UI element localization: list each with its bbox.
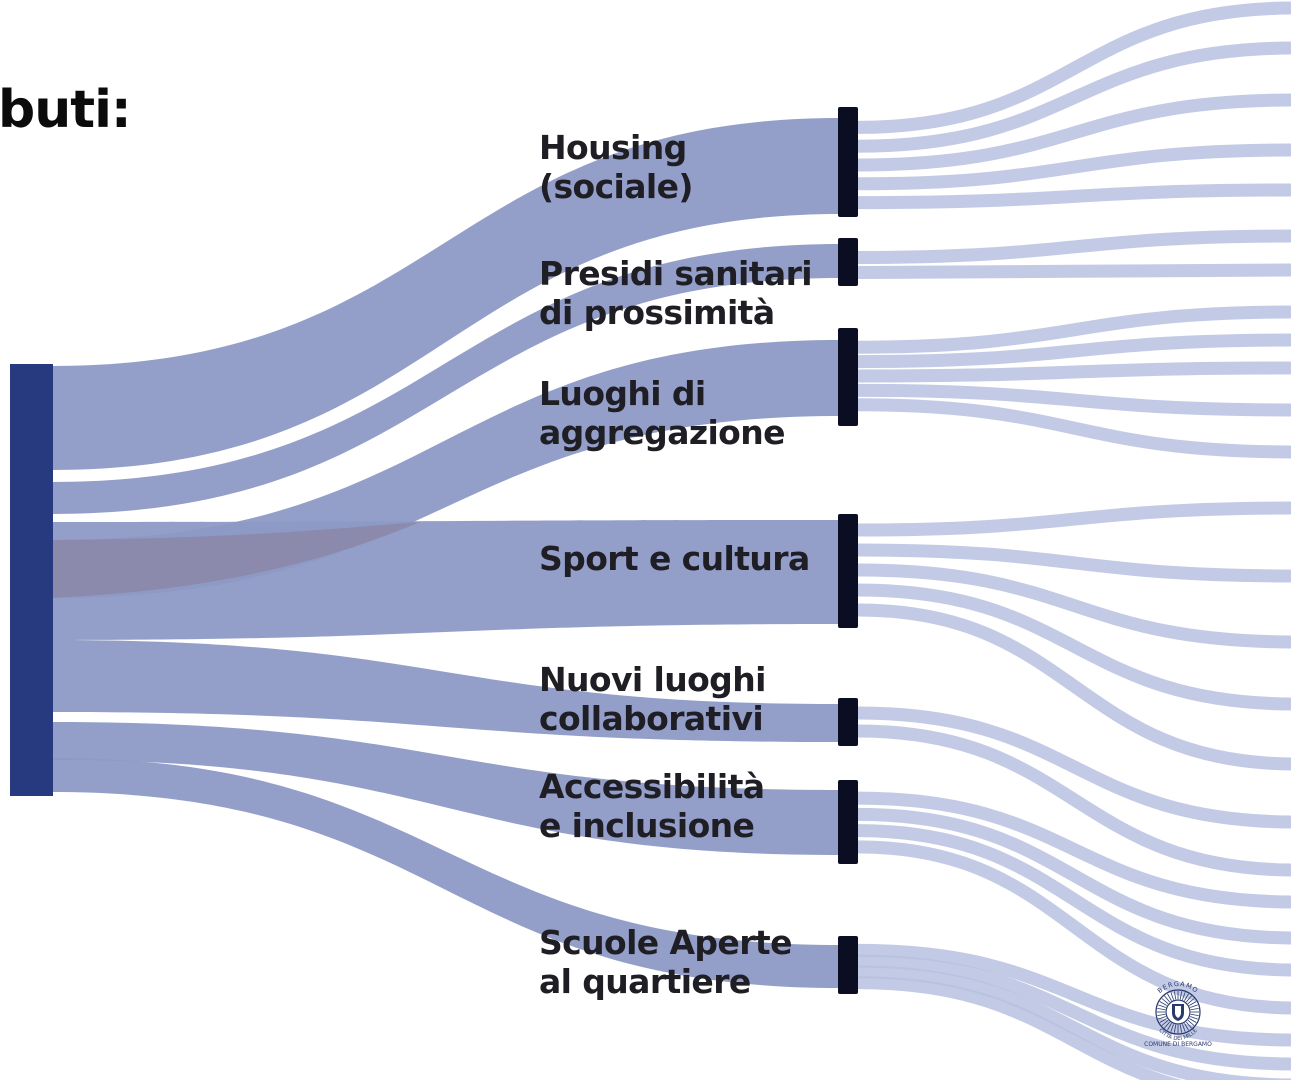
- crest-ray: [1170, 1024, 1174, 1032]
- crest-ray: [1161, 998, 1169, 1004]
- fan-strand: [857, 543, 1291, 583]
- crest-ray: [1170, 992, 1174, 1000]
- label-line: Nuovi luoghi: [539, 660, 766, 699]
- node-housing: [838, 107, 858, 217]
- flow-nuovi: [52, 640, 840, 742]
- crest-ray: [1190, 1013, 1199, 1017]
- crest-ray: [1186, 1021, 1192, 1029]
- crest-ray: [1186, 995, 1192, 1003]
- fan-strand: [857, 976, 1199, 1084]
- label-line: Accessibilità: [539, 767, 765, 806]
- label-line: collaborativi: [539, 699, 764, 738]
- crest-ray: [1190, 1004, 1198, 1008]
- crest-ray: [1164, 1021, 1170, 1029]
- label-presidi: Presidi sanitari di prossimità: [539, 254, 813, 332]
- label-line: Presidi sanitari: [539, 254, 813, 293]
- label-line: aggregazione: [539, 413, 786, 452]
- fan-strand: [857, 1, 1291, 134]
- crest-ray: [1189, 1001, 1197, 1006]
- crest-ray: [1167, 993, 1172, 1001]
- crest-ray: [1167, 1023, 1172, 1031]
- label-line: (sociale): [539, 167, 694, 206]
- fan-strand: [857, 143, 1291, 191]
- page-heading: buti:: [0, 80, 132, 140]
- fan-strand: [857, 501, 1291, 537]
- fan-strand: [857, 943, 1291, 1047]
- label-line: Sport e cultura: [539, 539, 810, 578]
- crest-ray: [1190, 1007, 1199, 1011]
- fan-strand: [857, 603, 1291, 771]
- flow-housing: [52, 118, 840, 470]
- fan-strand: [857, 583, 1291, 711]
- crest-ray: [1158, 1004, 1166, 1008]
- fan-strand: [857, 305, 1291, 354]
- crest-ray: [1157, 1007, 1166, 1011]
- label-line: al quartiere: [539, 962, 751, 1001]
- label-line: Scuole Aperte: [539, 923, 792, 962]
- fan-strand: [857, 229, 1291, 264]
- crest-ray: [1179, 991, 1183, 1000]
- fan-strand: [857, 791, 1291, 909]
- crest-ray: [1182, 1024, 1186, 1032]
- fan-strand: [857, 333, 1291, 369]
- label-line: Housing: [539, 128, 687, 167]
- node-luoghi: [838, 328, 858, 426]
- crest-ray: [1158, 1016, 1166, 1020]
- node-accessibilita: [838, 780, 858, 864]
- crest-ray: [1187, 1020, 1195, 1026]
- fan-strand: [857, 93, 1291, 172]
- label-luoghi: Luoghi di aggregazione: [539, 374, 786, 452]
- flow-overlap: [52, 522, 420, 598]
- crest-ray: [1157, 1013, 1166, 1017]
- fan-strand: [857, 724, 1291, 877]
- fan-strand: [857, 706, 1291, 829]
- fan-strand: [857, 563, 1291, 649]
- crest-ray: [1184, 993, 1189, 1001]
- fan-strand: [857, 41, 1291, 153]
- fan-strand: [857, 183, 1291, 210]
- label-scuole: Scuole Aperte al quartiere: [539, 923, 792, 1001]
- flow-scuole: [52, 758, 840, 988]
- label-housing: Housing (sociale): [539, 128, 694, 206]
- source-node: [10, 364, 53, 796]
- fan-strand: [857, 840, 1291, 1015]
- crest-ray: [1184, 1023, 1189, 1031]
- label-accessibilita: Accessibilità e inclusione: [539, 767, 765, 845]
- node-scuole: [838, 936, 858, 994]
- fan-strand: [857, 807, 1291, 945]
- logo-caption: COMUNE DI BERGAMO: [1144, 1041, 1212, 1048]
- fan-strand: [857, 383, 1291, 417]
- fan-strand: [857, 361, 1291, 383]
- label-line: e inclusione: [539, 806, 755, 845]
- crest-ray: [1179, 1024, 1183, 1033]
- crest-ray: [1173, 991, 1177, 1000]
- city-crest-icon: BERGAMO CITTÀ DEI MILLE: [1155, 980, 1201, 1042]
- label-nuovi: Nuovi luoghi collaborativi: [539, 660, 766, 738]
- flow-presidi: [52, 244, 840, 514]
- crest-ray: [1189, 1018, 1197, 1023]
- crest-ray: [1159, 1018, 1167, 1023]
- fan-strand: [857, 398, 1291, 459]
- node-presidi: [838, 238, 858, 286]
- fan-strand: [857, 824, 1291, 977]
- flow-accessibilita: [52, 722, 840, 855]
- crest-ray: [1161, 1020, 1169, 1026]
- fan-strand: [857, 263, 1291, 279]
- label-line: di prossimità: [539, 293, 775, 332]
- fan-out-strands: [857, 1, 1291, 1084]
- fan-strand: [857, 954, 1291, 1071]
- crest-ray: [1164, 995, 1170, 1003]
- crest-ray: [1182, 992, 1186, 1000]
- crest-ray: [1190, 1016, 1198, 1020]
- node-sport: [838, 514, 858, 628]
- crest-ray: [1159, 1001, 1167, 1006]
- crest-ray: [1187, 998, 1195, 1004]
- crest-ray: [1173, 1024, 1177, 1033]
- label-line: Luoghi di: [539, 374, 706, 413]
- label-sport: Sport e cultura: [539, 539, 810, 578]
- fan-strand: [857, 965, 1291, 1084]
- node-nuovi: [838, 698, 858, 746]
